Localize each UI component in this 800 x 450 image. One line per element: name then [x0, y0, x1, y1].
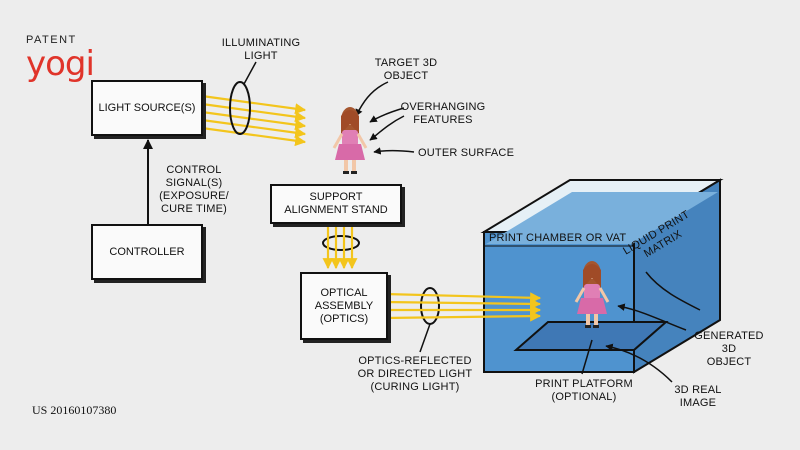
optics-label-2: ASSEMBLY	[314, 299, 374, 312]
target-line-1: TARGET 3D	[374, 57, 438, 69]
print-platform-label: PRINT PLATFORM (OPTIONAL)	[532, 378, 636, 404]
patent-number: US 20160107380	[32, 403, 117, 417]
illuminating-line-1: ILLUMINATING	[221, 37, 301, 49]
target-object-label: TARGET 3D OBJECT	[370, 57, 442, 83]
platform-line-2: (OPTIONAL)	[551, 391, 617, 403]
support-lens-ring	[322, 235, 360, 251]
control-line-2: SIGNAL(S)	[165, 177, 223, 189]
support-label-2: ALIGNMENT STAND	[284, 204, 388, 216]
support-stand-box: SUPPORT ALIGNMENT STAND	[270, 184, 402, 224]
logo-main-text: yogi	[26, 44, 95, 84]
real-image-line-1: 3D REAL	[674, 384, 722, 396]
control-line-1: CONTROL	[166, 164, 222, 176]
support-label-1: SUPPORT	[309, 191, 363, 203]
illuminating-line-2: LIGHT	[244, 50, 278, 62]
overhanging-line-1: OVERHANGING	[400, 101, 486, 113]
liquid-leader	[645, 271, 701, 311]
generated-doll	[574, 261, 610, 328]
reflected-line-3: (CURING LIGHT)	[370, 381, 460, 393]
generated-line-2: OBJECT	[706, 356, 752, 368]
illuminating-lens-ring	[229, 81, 251, 135]
generated-line-1: GENERATED 3D	[694, 330, 764, 355]
outer-surface-leader	[373, 147, 415, 155]
print-chamber-label: PRINT CHAMBER OR VAT	[489, 232, 627, 244]
control-signal-label: CONTROL SIGNAL(S) (EXPOSURE/ CURE TIME)	[156, 164, 232, 216]
reflected-line-1: OPTICS-REFLECTED	[358, 355, 472, 367]
control-line-3: (EXPOSURE/	[159, 190, 229, 202]
real-image-label: 3D REAL IMAGE	[668, 384, 728, 410]
overhanging-features-label: OVERHANGING FEATURES	[398, 101, 488, 127]
target-doll	[332, 107, 368, 174]
downward-beams	[322, 222, 358, 270]
light-source-box: LIGHT SOURCE(S)	[91, 80, 203, 136]
optics-lens-ring	[420, 287, 440, 325]
control-line-4: CURE TIME)	[161, 203, 227, 215]
patent-yogi-logo: PATENT yogi	[22, 32, 114, 88]
generated-object-label: GENERATED 3D OBJECT	[686, 330, 772, 369]
target-leader	[355, 81, 389, 117]
controller-box: CONTROLLER	[91, 224, 203, 280]
outer-surface-label: OUTER SURFACE	[418, 147, 515, 159]
optics-label-3: (OPTICS)	[319, 312, 369, 325]
logo-top-text: PATENT	[26, 34, 77, 46]
light-source-label: LIGHT SOURCE(S)	[98, 101, 196, 114]
real-image-line-2: IMAGE	[679, 397, 717, 409]
reflected-line-2: OR DIRECTED LIGHT	[357, 368, 473, 380]
overhanging-leader	[369, 107, 405, 123]
platform-line-1: PRINT PLATFORM	[535, 378, 633, 390]
generated-leader	[617, 303, 687, 331]
illuminating-beams	[201, 94, 307, 147]
curing-beams	[383, 292, 542, 322]
real-image-leader	[605, 343, 673, 383]
platform-leader	[581, 339, 593, 375]
optical-assembly-box: OPTICAL ASSEMBLY (OPTICS)	[300, 272, 388, 340]
overhanging-line-2: FEATURES	[413, 114, 473, 126]
controller-label: CONTROLLER	[109, 245, 185, 258]
curing-light-label: OPTICS-REFLECTED OR DIRECTED LIGHT (CURI…	[356, 355, 474, 394]
optics-label-1: OPTICAL	[320, 286, 368, 299]
illuminating-light-label: ILLUMINATING LIGHT	[216, 37, 306, 63]
target-line-2: OBJECT	[383, 70, 429, 82]
